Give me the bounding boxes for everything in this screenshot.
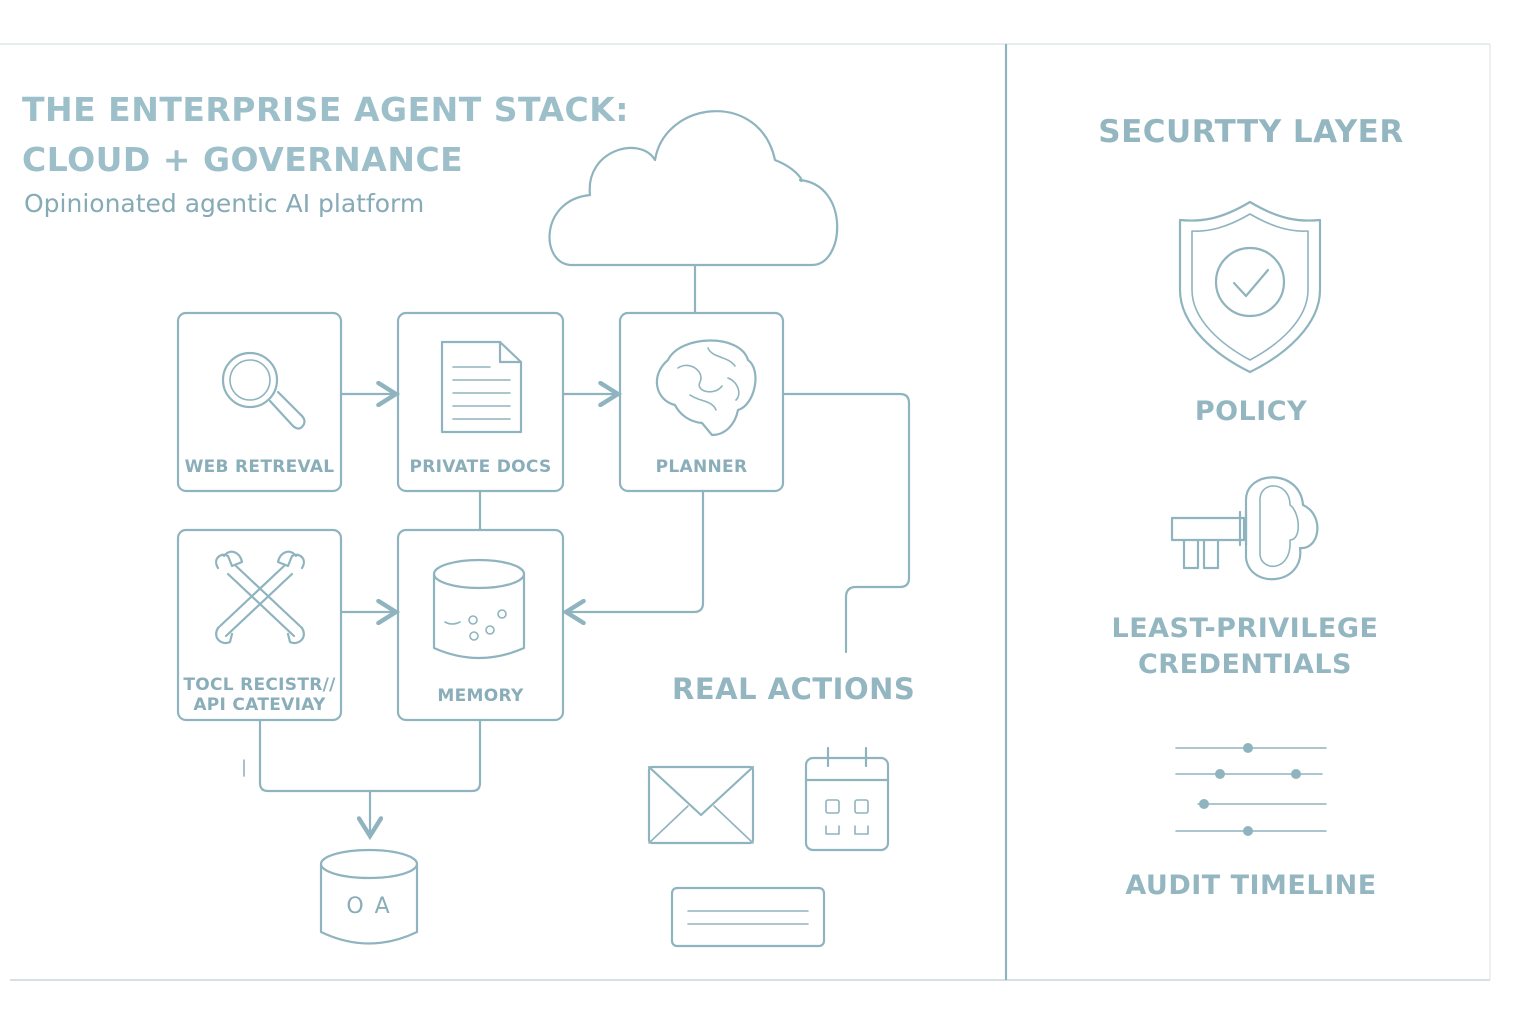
arrow-planner-to-memory [561, 489, 705, 626]
credentials-label-line-2: CREDENTIALS [1137, 649, 1352, 680]
planner-label: PLANNER [655, 457, 748, 477]
tool-registry-label-line-1: TOCL RECISTR// [183, 675, 336, 695]
timeline-sliders-icon [1175, 743, 1327, 836]
connector-planner-to-actions [781, 392, 911, 654]
brain-icon [655, 339, 757, 437]
form-field-icon [670, 886, 826, 948]
wrench-icon [215, 550, 305, 645]
magnifier-icon [221, 351, 306, 430]
shield-check-icon [1178, 200, 1322, 374]
data-store-label: O A [346, 894, 392, 919]
policy-label: POLICY [1194, 396, 1308, 427]
audit-timeline-label: AUDIT TIMELINE [1125, 870, 1377, 901]
tool-registry-label-line-2: API CATEVIAY [193, 695, 326, 715]
web-retrieval-label: WEB RETREVAL [184, 457, 335, 477]
key-icon [1170, 476, 1319, 581]
credentials-label-line-1: LEAST-PRIVILEGE [1111, 613, 1379, 644]
email-icon [647, 765, 755, 845]
cloud-icon [548, 110, 839, 267]
database-icon [432, 558, 526, 660]
security-layer-heading: SECURTTY LAYER [1098, 114, 1404, 150]
page-title-line-2: CLOUD + GOVERNANCE [22, 140, 464, 179]
calendar-icon [804, 746, 890, 852]
web-retrieval-box [176, 311, 343, 493]
private-docs-label: PRIVATE DOCS [409, 457, 552, 477]
connector-to-database [258, 718, 482, 793]
memory-label: MEMORY [437, 686, 524, 706]
document-icon [440, 340, 523, 434]
page-title-line-1: THE ENTERPRISE AGENT STACK: [22, 90, 629, 129]
real-actions-heading: REAL ACTIONS [672, 672, 916, 706]
page-subtitle: Opinionated agentic AI platform [24, 189, 425, 218]
data-store-icon [319, 848, 419, 945]
